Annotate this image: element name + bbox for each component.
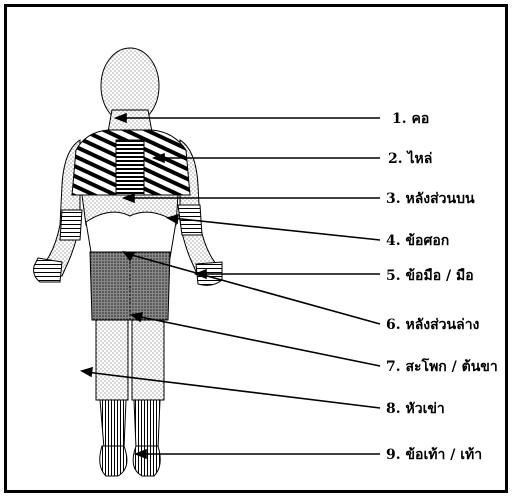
- label-neck: 1. คอ: [392, 111, 429, 127]
- label-knees: 8. หัวเข่า: [386, 401, 445, 417]
- right-leg-upper: [132, 320, 164, 400]
- label-elbows: 4. ข้อศอก: [386, 233, 449, 249]
- upper-back-region: [116, 140, 144, 204]
- leader-7: [136, 316, 380, 366]
- label-hips-thighs: 7. สะโพก / ต้นขา: [386, 357, 498, 375]
- neck-region: [108, 110, 152, 132]
- body-figure: [34, 48, 222, 476]
- left-arm: [40, 140, 80, 276]
- left-foot: [100, 446, 127, 476]
- lower-back-region: [86, 212, 176, 258]
- label-upper-back: 3. หลังส่วนบน: [386, 191, 475, 207]
- left-leg-upper: [96, 320, 128, 400]
- right-shin: [134, 400, 160, 448]
- labels: 1. คอ 2. ไหล่ 3. หลังส่วนบน 4. ข้อศอก 5.…: [386, 111, 498, 463]
- label-lower-back: 6. หลังส่วนล่าง: [386, 317, 480, 333]
- label-shoulders: 2. ไหล่: [388, 149, 432, 167]
- leader-8: [86, 372, 380, 408]
- left-elbow-region: [60, 210, 82, 240]
- left-hand: [34, 258, 62, 282]
- label-wrists-hands: 5. ข้อมือ / มือ: [386, 268, 474, 284]
- left-shin: [100, 400, 126, 448]
- label-ankles-feet: 9. ข้อเท้า / เท้า: [386, 447, 482, 463]
